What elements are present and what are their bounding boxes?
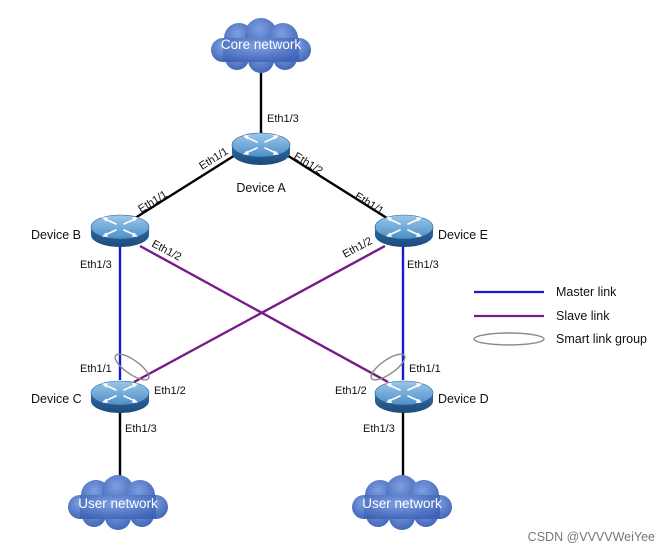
slave-link-device-e-to-device-c — [133, 244, 386, 384]
links — [118, 72, 405, 487]
device-c-switch-icon — [90, 380, 150, 414]
link-device-a-to-device-b — [123, 150, 241, 227]
port-label-b-eth1-1: Eth1/1 — [136, 189, 169, 216]
port-label-a-eth1-3: Eth1/3 — [267, 113, 299, 125]
slave-link-device-b-to-device-d — [139, 244, 389, 384]
device-d-label: Device D — [438, 392, 489, 406]
legend-smart-link-group-swatch — [473, 332, 545, 346]
port-label-d-eth1-2: Eth1/2 — [335, 385, 367, 397]
user-network-label-left: User network — [78, 496, 158, 511]
device-e-label: Device E — [438, 228, 488, 242]
legend-master-link-label: Master link — [556, 285, 617, 299]
user-network-label-right: User network — [362, 496, 442, 511]
link-device-a-to-device-e — [281, 150, 399, 227]
legend-smart-link-group-label: Smart link group — [556, 332, 647, 346]
port-label-e-eth1-2: Eth1/2 — [341, 235, 375, 261]
port-label-a-eth1-2: Eth1/2 — [291, 150, 324, 177]
port-label-c-eth1-2: Eth1/2 — [154, 385, 186, 397]
port-label-b-eth1-3: Eth1/3 — [80, 259, 112, 271]
user-network-cloud-left: User network — [68, 475, 168, 530]
core-network-cloud: Core network — [211, 18, 311, 73]
port-label-e-eth1-1: Eth1/1 — [352, 190, 385, 217]
legend-slave-link-label: Slave link — [556, 309, 610, 323]
device-a-label: Device A — [236, 181, 286, 195]
device-b-label: Device B — [31, 228, 81, 242]
smart-link-group-device-c — [114, 353, 150, 381]
legend: Master link Slave link Smart link group — [473, 285, 647, 346]
port-label-c-eth1-1: Eth1/1 — [80, 363, 112, 375]
smart-link-group-device-d — [370, 353, 406, 381]
user-network-cloud-right: User network — [352, 475, 452, 530]
port-label-d-eth1-1: Eth1/1 — [409, 363, 441, 375]
port-label-e-eth1-3: Eth1/3 — [407, 259, 439, 271]
port-label-c-eth1-3: Eth1/3 — [125, 423, 157, 435]
device-d-switch-icon — [374, 380, 434, 414]
device-a-switch-icon — [231, 132, 291, 166]
device-b-switch-icon — [90, 214, 150, 248]
core-network-label: Core network — [221, 37, 302, 52]
device-e-switch-icon — [374, 214, 434, 248]
watermark: CSDN @VVVVWeiYee — [528, 530, 655, 544]
port-label-d-eth1-3: Eth1/3 — [363, 423, 395, 435]
device-c-label: Device C — [31, 392, 82, 406]
